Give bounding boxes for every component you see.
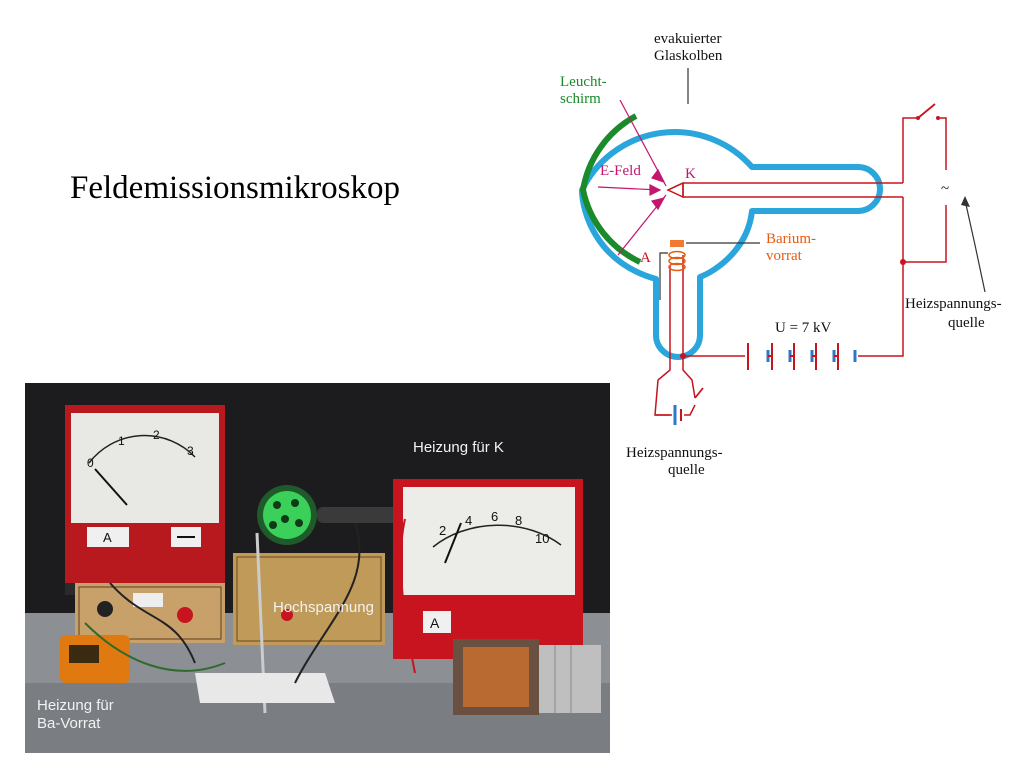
ac-symbol: ~ bbox=[941, 181, 949, 197]
slide-title: Feldemissionsmikroskop bbox=[70, 170, 401, 206]
anode-label: A bbox=[640, 250, 651, 266]
barium-reservoir bbox=[670, 240, 684, 247]
apparatus-photo: 0 1 2 3 A bbox=[25, 383, 610, 753]
glass-bulb-outline bbox=[579, 129, 883, 360]
stand-base bbox=[195, 673, 335, 703]
glass-bulb-label-1: evakuierter bbox=[654, 31, 721, 47]
svg-text:0: 0 bbox=[87, 456, 94, 470]
svg-text:2: 2 bbox=[439, 523, 446, 538]
right-heater-circuit bbox=[902, 117, 947, 263]
anode-leads bbox=[654, 255, 696, 416]
heater-supply-bottom-label-1: Heizspannungs- bbox=[626, 445, 723, 461]
cathode-tip bbox=[666, 181, 684, 199]
svg-text:A: A bbox=[103, 530, 112, 545]
cathode-lead bbox=[667, 182, 903, 198]
screen-label-1: Leucht- bbox=[560, 74, 607, 90]
luminescent-screen bbox=[579, 113, 642, 265]
svg-text:1: 1 bbox=[118, 434, 125, 448]
photo-label-heating-ba-line-1: Heizung für bbox=[37, 697, 114, 714]
high-voltage-line bbox=[683, 262, 904, 357]
cathode-label: K bbox=[685, 166, 696, 182]
left-ammeter: 0 1 2 3 A bbox=[65, 405, 225, 595]
svg-text:A: A bbox=[430, 615, 440, 631]
barium-coil bbox=[668, 250, 686, 272]
field-emission-schematic: evakuierter Glaskolben Leucht- schirm E-… bbox=[560, 31, 1002, 478]
svg-text:8: 8 bbox=[515, 513, 522, 528]
svg-text:2: 2 bbox=[153, 428, 160, 442]
bottom-heater-circuit bbox=[655, 404, 696, 416]
glass-bulb-label-2: Glaskolben bbox=[654, 48, 723, 64]
tube-neck bbox=[317, 507, 407, 523]
photo-label-heating-ba-line-2: Ba-Vorrat bbox=[37, 715, 101, 732]
heater-supply-bottom-label-2: quelle bbox=[668, 462, 705, 478]
svg-text:4: 4 bbox=[465, 513, 472, 528]
barium-label-1: Barium- bbox=[766, 231, 816, 247]
photo-label-heating-k: Heizung für K bbox=[413, 439, 504, 456]
barium-label-2: vorrat bbox=[766, 248, 803, 264]
heater-supply-right-label-2: quelle bbox=[948, 315, 985, 331]
svg-text:10: 10 bbox=[535, 531, 549, 546]
e-field-lines bbox=[597, 99, 667, 256]
svg-text:6: 6 bbox=[491, 509, 498, 524]
right-switch bbox=[917, 103, 936, 119]
screen-label-2: schirm bbox=[560, 91, 601, 107]
voltage-label: U = 7 kV bbox=[775, 320, 832, 336]
heater-supply-right-label-1: Heizspannungs- bbox=[905, 296, 1002, 312]
apparatus-illustration: 0 1 2 3 A bbox=[25, 383, 610, 753]
right-ammeter: 2 4 6 8 10 A bbox=[393, 479, 583, 659]
e-field-label: E-Feld bbox=[600, 163, 641, 179]
high-voltage-battery bbox=[747, 343, 857, 370]
heater-supply-arrow bbox=[964, 199, 986, 293]
svg-text:3: 3 bbox=[187, 444, 194, 458]
anode-bracket bbox=[659, 252, 668, 300]
bottom-switch bbox=[694, 387, 704, 399]
photo-label-high-voltage: Hochspannung bbox=[273, 599, 374, 616]
